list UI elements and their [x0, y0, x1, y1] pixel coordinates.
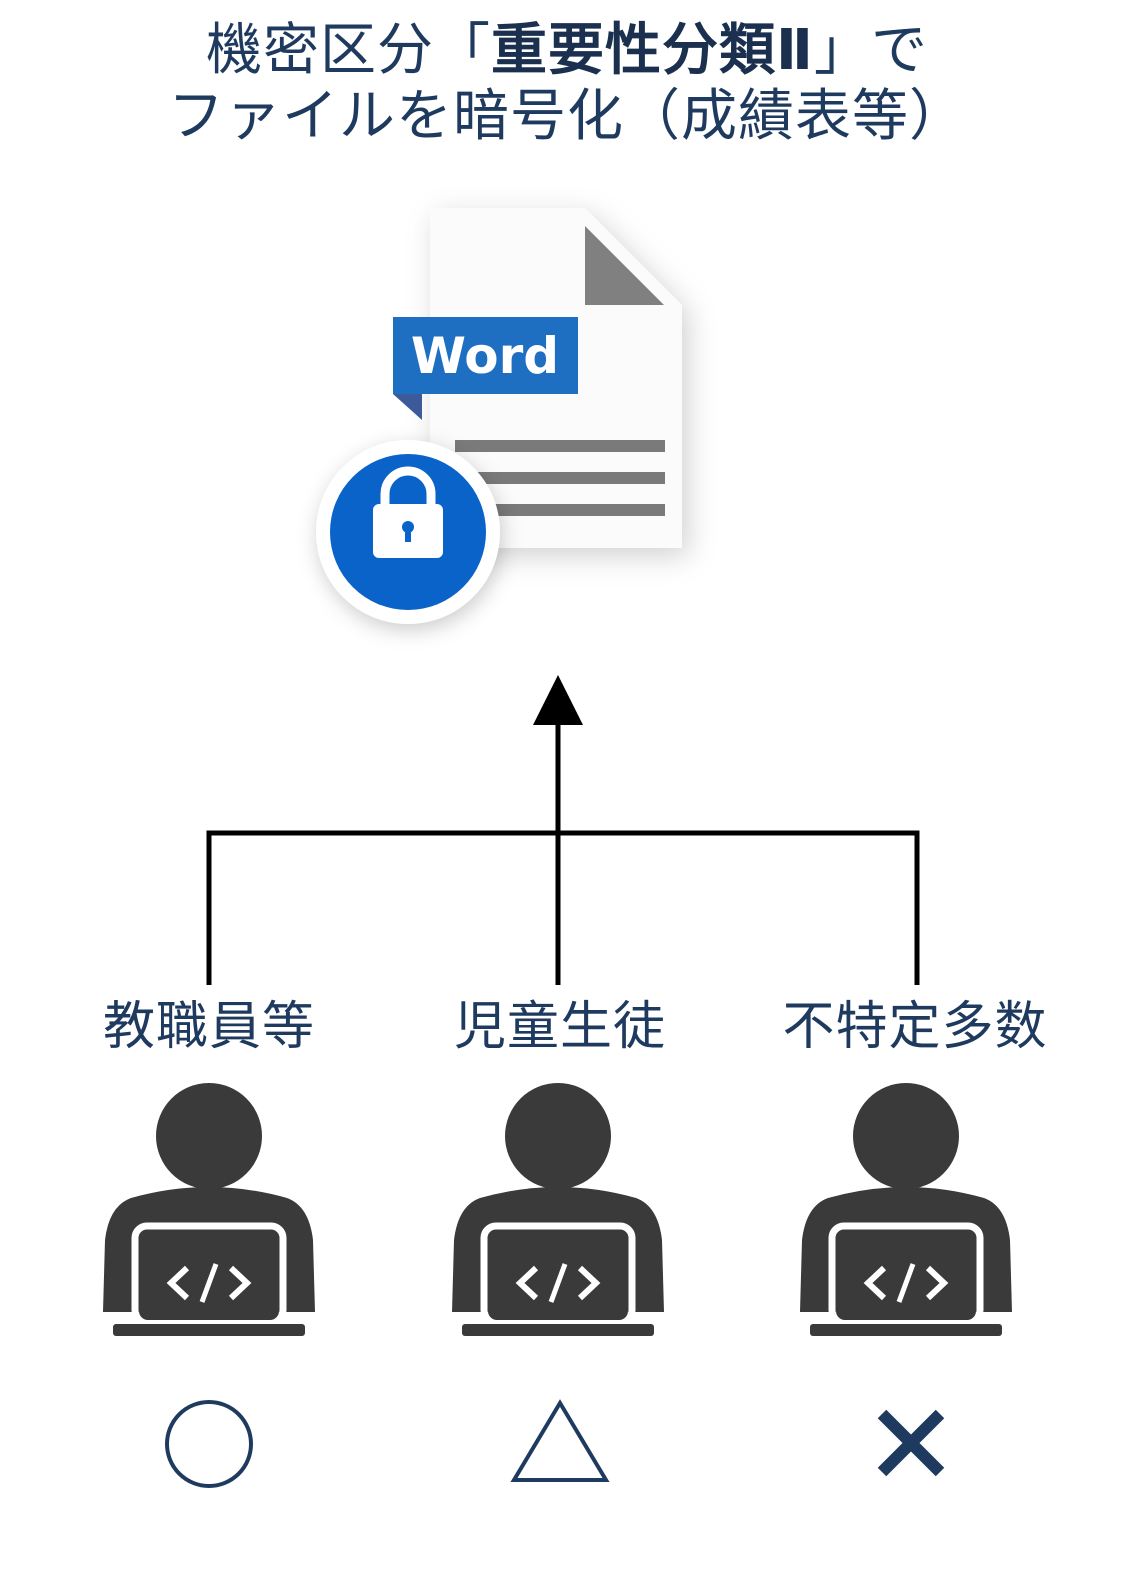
- group-label-staff: 教職員等: [102, 997, 315, 1057]
- circle-mark-icon: [165, 1400, 253, 1488]
- text-line: [455, 440, 665, 452]
- badge-tail: [393, 394, 422, 420]
- text-line: [455, 472, 665, 484]
- lock-icon: [316, 440, 500, 624]
- connector-bracket: [206, 830, 920, 985]
- page-fold: [585, 226, 664, 305]
- person-icons: [103, 1083, 1012, 1336]
- person-laptop-icon: [103, 1083, 315, 1336]
- word-badge-label: Word: [411, 327, 559, 385]
- connector-lines: [206, 675, 920, 985]
- title-line-1: 機密区分「重要性分類Ⅱ」で: [0, 18, 1134, 84]
- triangle-mark-icon: [510, 1399, 610, 1482]
- cross-mark-icon: [877, 1409, 945, 1477]
- word-badge: [393, 317, 578, 394]
- group-label-public: 不特定多数: [782, 997, 1048, 1057]
- person-laptop-icon: [452, 1083, 664, 1336]
- person-laptop-icon: [800, 1083, 1012, 1336]
- group-label-students: 児童生徒: [453, 997, 666, 1057]
- diagram-title: 機密区分「重要性分類Ⅱ」で ファイルを暗号化（成績表等）: [0, 18, 1134, 150]
- title-line-2: ファイルを暗号化（成績表等）: [168, 84, 966, 149]
- title-classification: 重要性分類Ⅱ: [491, 18, 814, 83]
- title-suffix: 」で: [813, 18, 928, 83]
- text-line: [455, 504, 665, 516]
- word-document-icon: Word: [393, 208, 682, 548]
- title-prefix: 機密区分「: [206, 18, 492, 83]
